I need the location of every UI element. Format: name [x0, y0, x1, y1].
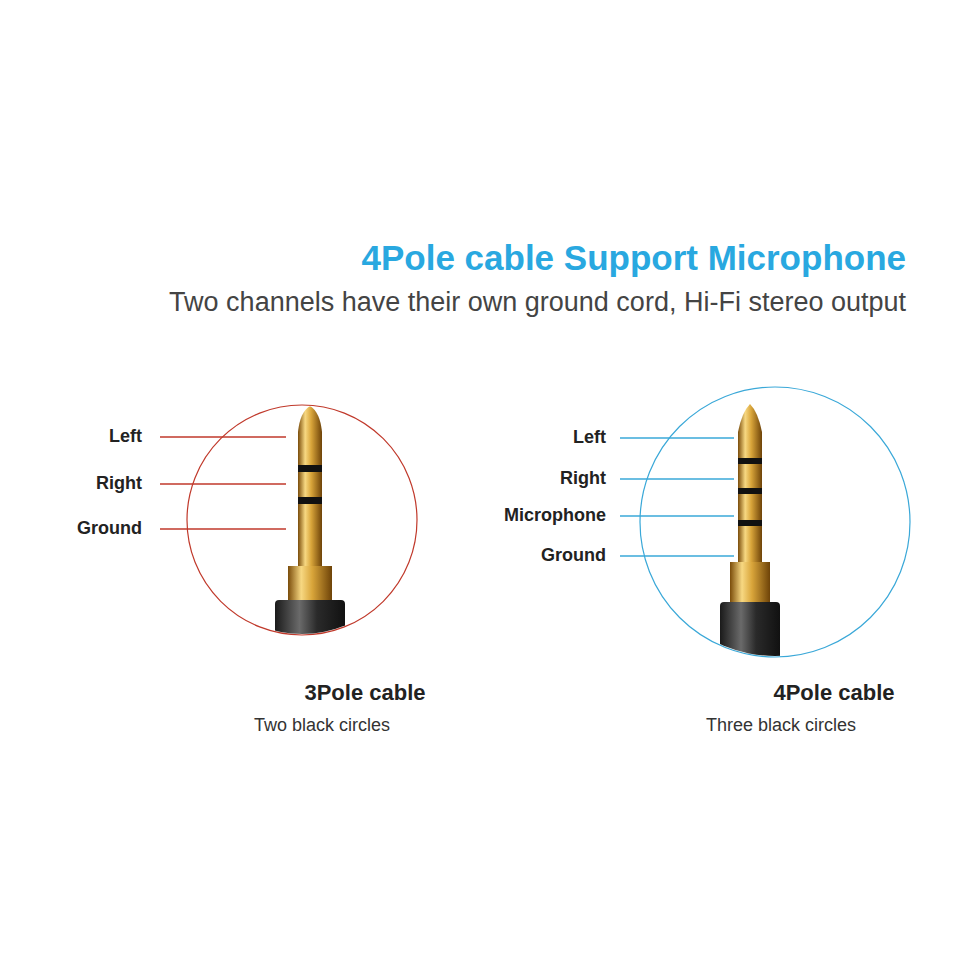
plug-name: 3Pole cable: [304, 680, 425, 706]
pin-label: Ground: [541, 545, 606, 567]
three-pole-plug: [275, 406, 345, 660]
plug-note: Three black circles: [706, 715, 856, 737]
plug-note: Two black circles: [254, 715, 390, 737]
pin-label: Ground: [77, 518, 142, 540]
pin-label: Right: [96, 473, 142, 495]
title: 4Pole cable Support Microphone: [361, 237, 906, 279]
pin-label: Microphone: [504, 505, 606, 527]
plug-name: 4Pole cable: [773, 680, 894, 706]
pin-label: Right: [560, 468, 606, 490]
pin-label: Left: [109, 426, 142, 448]
four-pole-plug: [720, 404, 780, 672]
subtitle: Two channels have their own ground cord,…: [169, 286, 906, 318]
leader-lines: [620, 438, 734, 556]
pin-label: Left: [573, 427, 606, 449]
leader-lines: [160, 437, 286, 529]
